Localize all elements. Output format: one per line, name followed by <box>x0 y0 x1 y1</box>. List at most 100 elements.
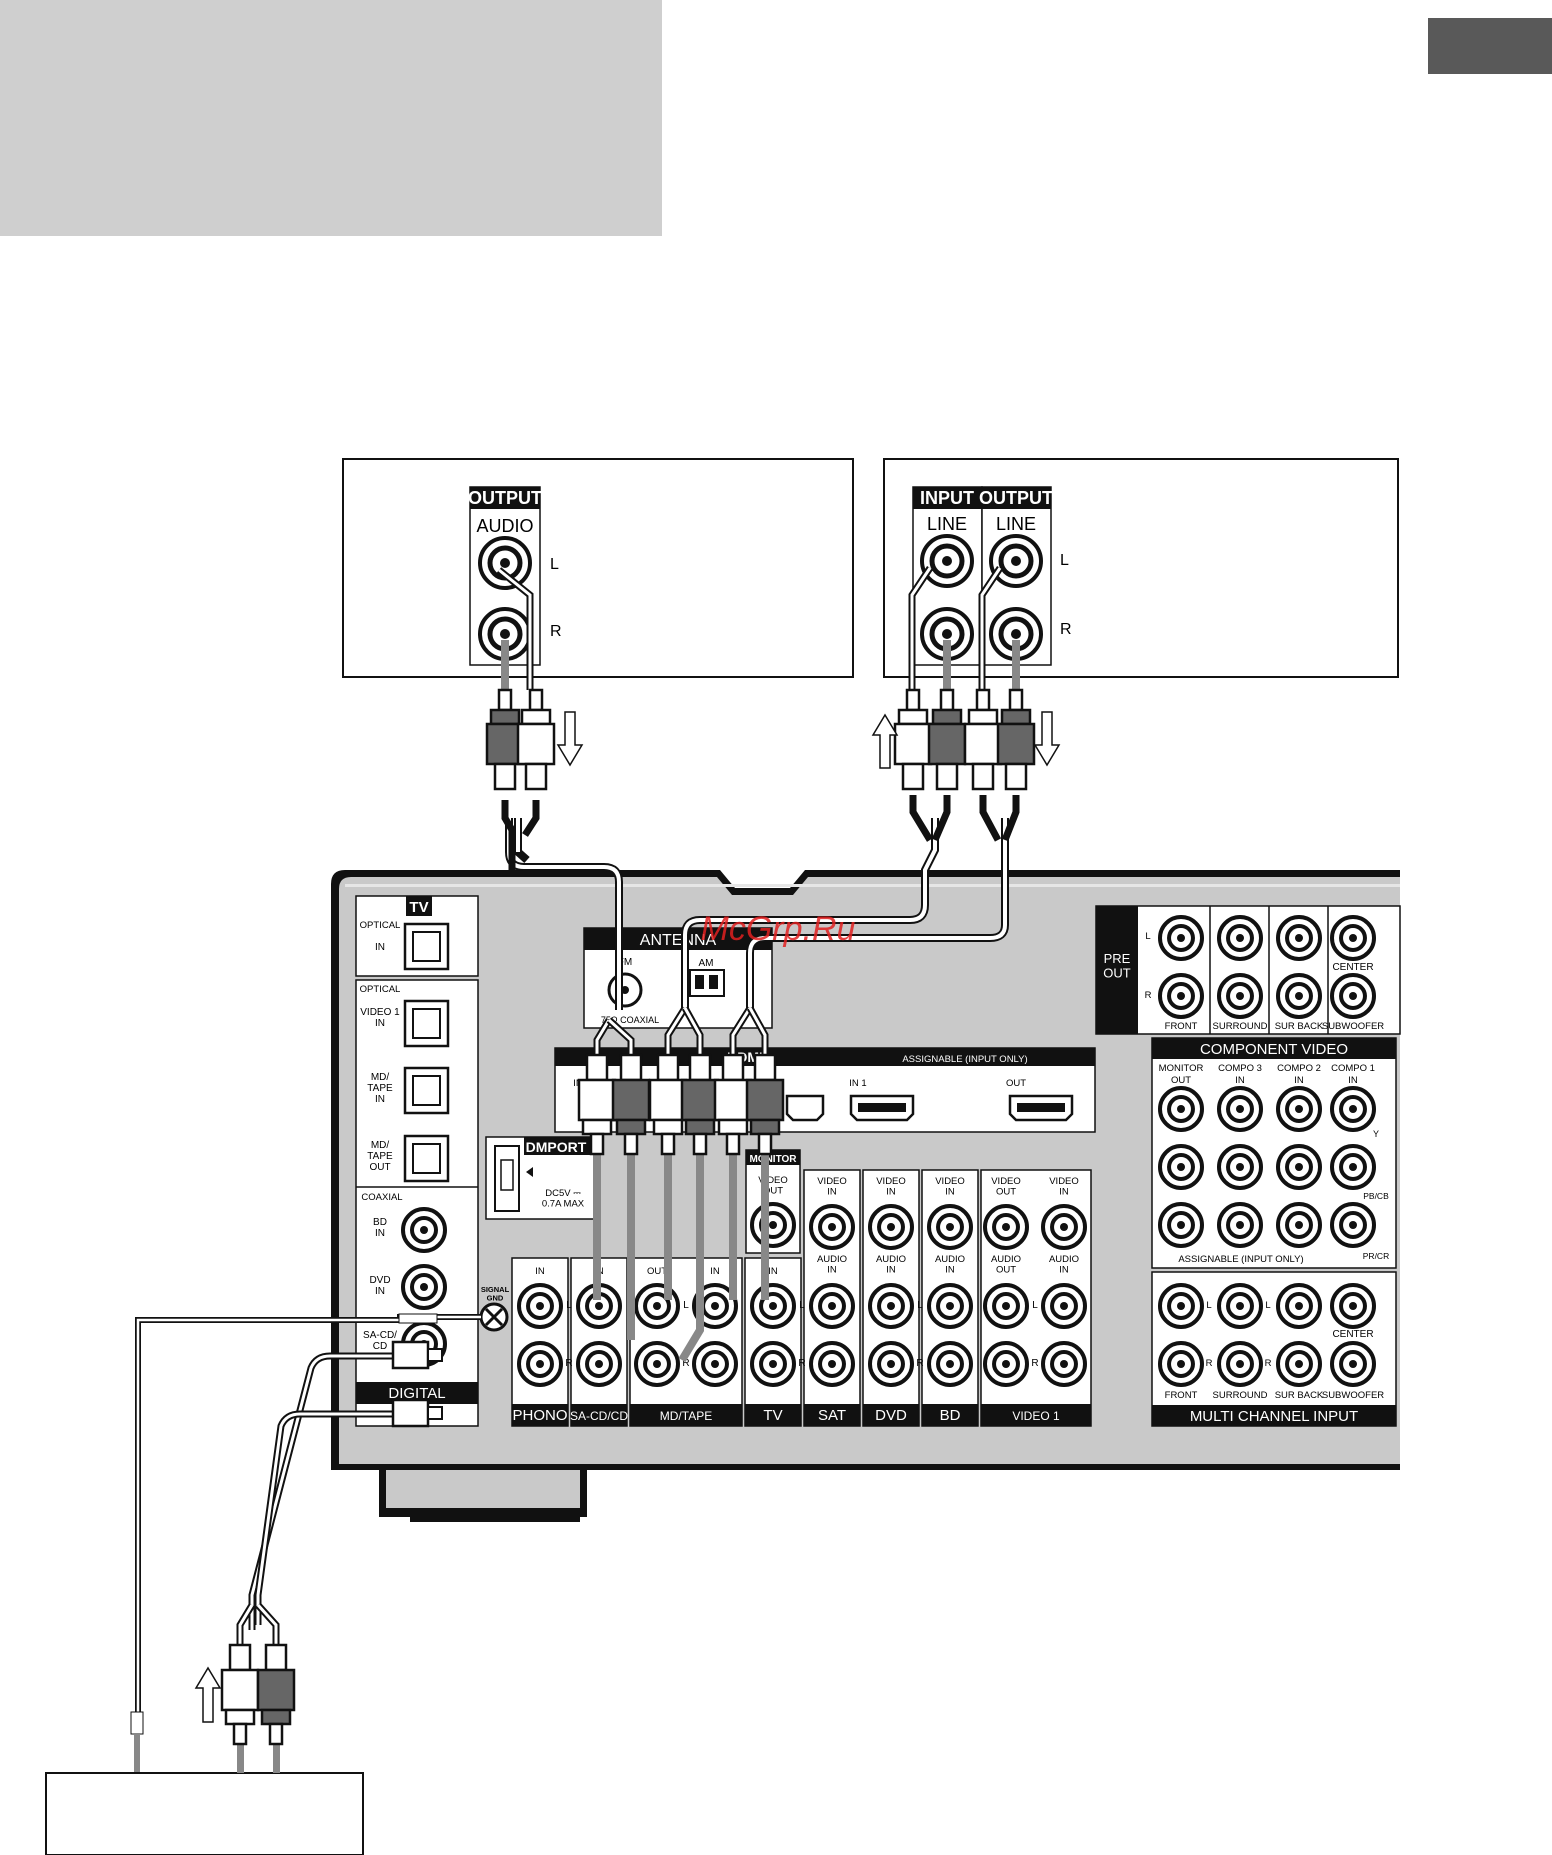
component-col2-pb-jack[interactable] <box>1276 1144 1322 1190</box>
pre-out-subwoofer-r-jack[interactable] <box>1330 973 1376 1019</box>
plug-right-input-r <box>927 688 967 791</box>
phono-audio-l-jack[interactable] <box>517 1283 563 1329</box>
fm-antenna-jack[interactable] <box>607 972 643 1008</box>
mdtape-in-audio-r-jack[interactable] <box>692 1341 738 1387</box>
sat-audio-r-jack[interactable] <box>809 1341 855 1387</box>
phono-audio-r-jack[interactable] <box>517 1341 563 1387</box>
sacd-coaxial-label: SA-CD/CD <box>363 1330 397 1352</box>
bd-coaxial-jack[interactable] <box>401 1207 447 1253</box>
pre-out-sur-back-r-jack[interactable] <box>1276 973 1322 1019</box>
receiver-foot <box>379 1470 587 1522</box>
pre-out-front-r-jack[interactable] <box>1158 973 1204 1019</box>
mdtape-out-audio-r-jack[interactable] <box>634 1341 680 1387</box>
component-pb-label: PB/CB <box>1363 1191 1389 1201</box>
device-right-input-jack-l[interactable] <box>920 534 974 588</box>
svg-text:L: L <box>1206 1300 1211 1311</box>
pre-out-center-jack[interactable] <box>1330 915 1376 961</box>
multi-surround-r-jack[interactable] <box>1217 1341 1263 1387</box>
component-col1-y-jack[interactable] <box>1217 1086 1263 1132</box>
watermark: McGrp.Ru <box>701 910 856 948</box>
component-col-label-2: COMPO 2 <box>1277 1063 1321 1074</box>
svg-text:R: R <box>798 1358 805 1369</box>
video1-optical-port[interactable] <box>403 999 450 1048</box>
multi-subwoofer-l-jack[interactable] <box>1330 1283 1376 1329</box>
bd-audio-r-jack[interactable] <box>927 1341 973 1387</box>
multi-front-l-jack[interactable] <box>1158 1283 1204 1329</box>
tv-header-label: TV <box>409 899 428 916</box>
video1-in-video-jack[interactable] <box>1041 1204 1087 1250</box>
video1-out-audio-r-jack[interactable] <box>983 1341 1029 1387</box>
component-col1-pr-jack[interactable] <box>1217 1202 1263 1248</box>
hdmi-port-out[interactable] <box>1008 1094 1074 1122</box>
multi-subwoofer-r-jack[interactable] <box>1330 1341 1376 1387</box>
video1-in-audio-r-jack[interactable] <box>1041 1341 1087 1387</box>
multi-front-r-jack[interactable] <box>1158 1341 1204 1387</box>
dmport-connector[interactable] <box>494 1145 520 1212</box>
component-col2-pr-jack[interactable] <box>1276 1202 1322 1248</box>
component-col0-pr-jack[interactable] <box>1158 1202 1204 1248</box>
group-label-2: MD/TAPE <box>660 1409 712 1423</box>
device-right-output-jack-r[interactable] <box>989 607 1043 661</box>
video1-out-audio-l-jack[interactable] <box>983 1283 1029 1329</box>
sat-video-jack[interactable] <box>809 1204 855 1250</box>
device-right-output-label: OUTPUT <box>979 488 1053 508</box>
video1-out-video-jack[interactable] <box>983 1204 1029 1250</box>
hdmi-port-in3[interactable] <box>785 1094 825 1122</box>
pre-out-front-l-jack[interactable] <box>1158 915 1204 961</box>
dvd-audio-l-jack[interactable] <box>868 1283 914 1329</box>
dvd-video-jack[interactable] <box>868 1204 914 1250</box>
device-right-input-header <box>913 487 982 509</box>
bd-audio-l-jack[interactable] <box>927 1283 973 1329</box>
component-col0-y-jack[interactable] <box>1158 1086 1204 1132</box>
multi-surround-l-jack[interactable] <box>1217 1283 1263 1329</box>
component-col2-y-jack[interactable] <box>1276 1086 1322 1132</box>
monitor-video-out-jack[interactable] <box>750 1202 796 1248</box>
tv-in-label: IN <box>375 942 385 953</box>
device-right-input-label: INPUT <box>920 488 974 508</box>
group-label-6: BD <box>940 1407 961 1424</box>
component-col3-pr-jack[interactable] <box>1330 1202 1376 1248</box>
video1-in-audio-l-jack[interactable] <box>1041 1283 1087 1329</box>
plug-receiver-4 <box>680 1053 720 1156</box>
bd-video-jack[interactable] <box>927 1204 973 1250</box>
device-right-output-jack-l[interactable] <box>989 534 1043 588</box>
pre-out-subwoofer-label: SUBWOOFER <box>1322 1021 1384 1032</box>
tv-optical-in-port[interactable] <box>403 922 450 971</box>
plug-cd-l <box>220 1643 260 1746</box>
multi-lr-labels: L R L R <box>1206 1300 1272 1369</box>
multi-sur-back-l-jack[interactable] <box>1276 1283 1322 1329</box>
pre-out-sur-back-l-jack[interactable] <box>1276 915 1322 961</box>
hdmi-port-in1[interactable] <box>849 1094 915 1122</box>
analog-lr-labels: L R L R L R L R L R <box>565 1300 1038 1369</box>
device-left-jack-r[interactable] <box>478 607 532 661</box>
svg-text:R: R <box>565 1358 572 1369</box>
component-col3-y-jack[interactable] <box>1330 1086 1376 1132</box>
digital-label-bar <box>356 1382 478 1404</box>
component-col1-pb-jack[interactable] <box>1217 1144 1263 1190</box>
pre-out-surround-l-jack[interactable] <box>1217 915 1263 961</box>
sacd-audio-r-jack[interactable] <box>576 1341 622 1387</box>
am-antenna-terminal[interactable] <box>689 969 725 997</box>
arrow-up-right-input <box>871 713 899 769</box>
mdtape-in-optical-port[interactable] <box>403 1066 450 1115</box>
multi-sur-back-r-jack[interactable] <box>1276 1341 1322 1387</box>
tv-audio-l-jack[interactable] <box>750 1283 796 1329</box>
tv-audio-r-jack[interactable] <box>750 1341 796 1387</box>
dvd-coaxial-jack[interactable] <box>401 1264 447 1310</box>
signal-gnd-terminal[interactable] <box>479 1302 509 1332</box>
device-left-jack-l[interactable] <box>478 536 532 590</box>
header-band <box>0 0 662 236</box>
mdtape-out-optical-port[interactable] <box>403 1134 450 1183</box>
component-col0-pb-jack[interactable] <box>1158 1144 1204 1190</box>
component-col3-pb-jack[interactable] <box>1330 1144 1376 1190</box>
pre-out-surround-r-jack[interactable] <box>1217 973 1263 1019</box>
dvd-audio-r-jack[interactable] <box>868 1341 914 1387</box>
sat-audio-l-jack[interactable] <box>809 1283 855 1329</box>
pre-out-center-label: CENTER <box>1332 962 1373 973</box>
